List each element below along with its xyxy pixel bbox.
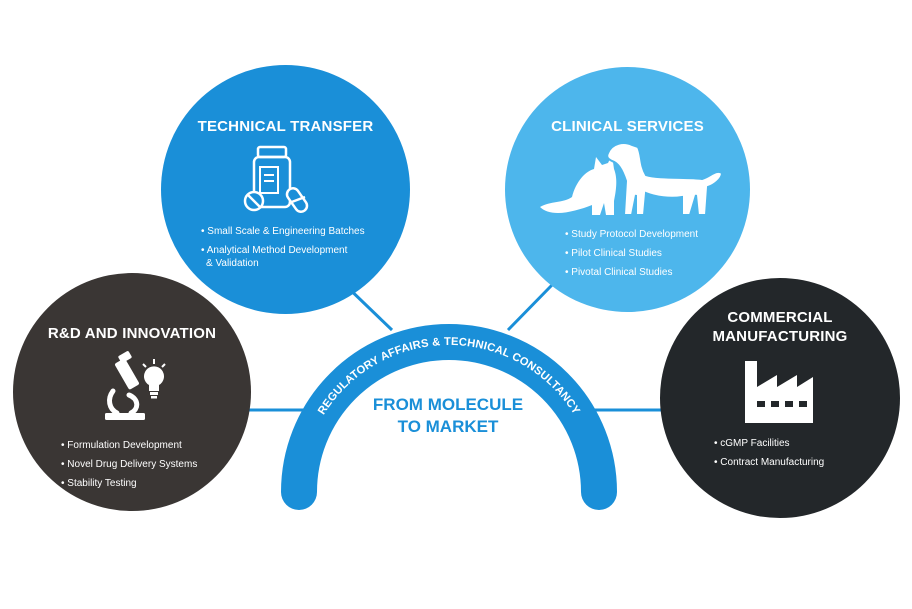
node-title: CLINICAL SERVICES [551,118,704,135]
microscope-lightbulb-icon [105,351,166,420]
center-title-line2: TO MARKET [397,417,499,436]
consultancy-arch [281,324,617,510]
list-item: cGMP Facilities [714,437,824,450]
list-item: Study Protocol Development [565,228,698,241]
list-item: Formulation Development [61,439,197,452]
list-item: Novel Drug Delivery Systems [61,458,197,471]
node-items: cGMP Facilities Contract Manufacturing [714,437,824,475]
node-items: Formulation Development Novel Drug Deliv… [61,439,197,496]
node-items: Small Scale & Engineering Batches Analyt… [201,225,365,276]
node-title-line1: COMMERCIAL [727,309,833,326]
center-title-line1: FROM MOLECULE [372,395,524,414]
list-item: Small Scale & Engineering Batches [201,225,364,238]
list-item: & Validation [206,258,259,269]
list-item: Pivotal Clinical Studies [565,266,698,279]
list-item: Contract Manufacturing [714,456,824,469]
pill-bottle-icon [243,145,309,213]
connector-clinical [506,283,554,332]
node-title: R&D AND INNOVATION [47,325,217,342]
node-title-line2: MANUFACTURING [712,328,848,345]
list-item: Pilot Clinical Studies [565,247,698,260]
node-commercial-manufacturing: COMMERCIAL MANUFACTURING cGMP Facilities… [660,278,900,518]
list-item: Stability Testing [61,477,197,490]
node-items: Study Protocol Development Pilot Clinica… [565,228,698,285]
list-item: Analytical Method Development [201,244,365,257]
node-title: TECHNICAL TRANSFER [197,118,374,135]
node-rd-innovation: R&D AND INNOVATION Formulation Developme… [13,273,251,511]
node-clinical-services: CLINICAL SERVICES Study Protocol Develop… [505,67,750,312]
factory-icon [745,361,813,423]
cat-dog-icon [540,142,724,216]
node-technical-transfer: TECHNICAL TRANSFER Small Scale & Enginee… [161,65,410,314]
